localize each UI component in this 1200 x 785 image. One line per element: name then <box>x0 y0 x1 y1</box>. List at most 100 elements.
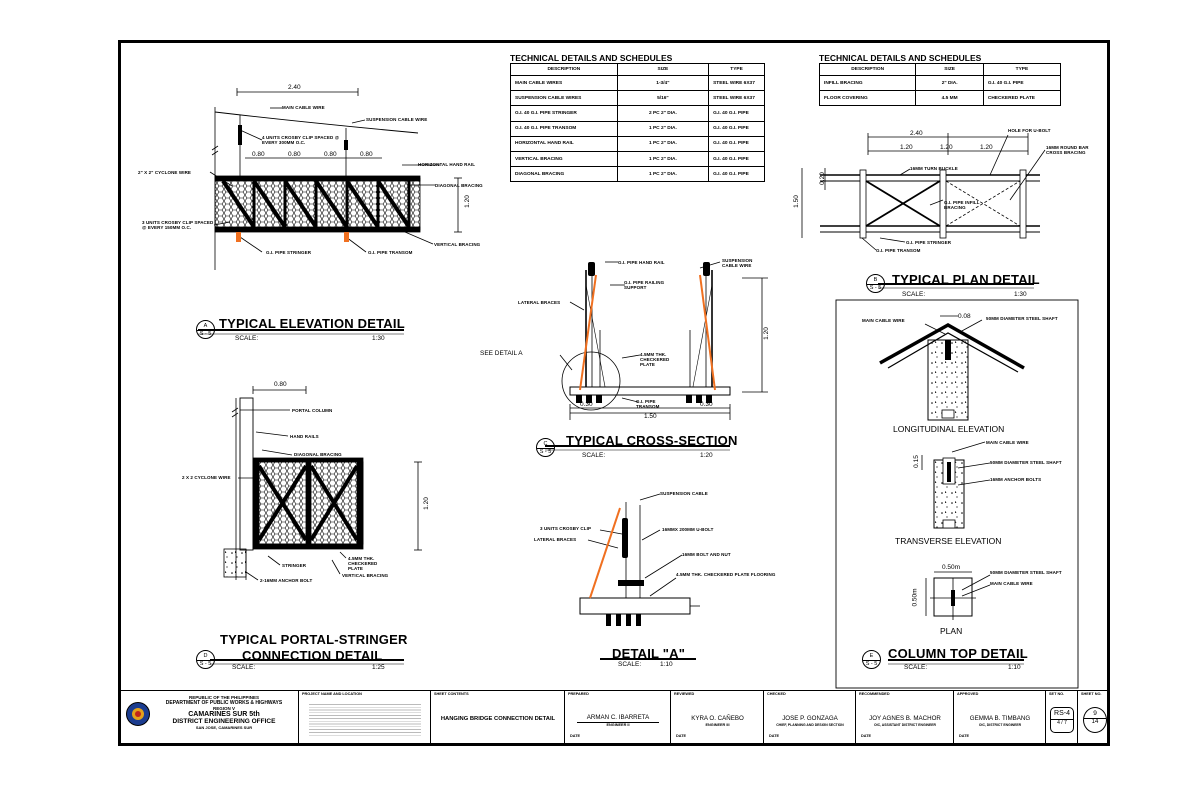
col-trans-elevation: TRANSVERSE ELEVATION <box>895 536 1002 546</box>
elevation-dim-1: 0.80 <box>252 151 265 158</box>
plan-label-roundbar: 16MM ROUND BAR CROSS BRACING <box>1046 145 1089 155</box>
tb-sheet-contents: SHEET CONTENTS HANGING BRIDGE CONNECTION… <box>430 690 564 743</box>
detaila-label-lateral: LATERAL BRACES <box>534 537 577 542</box>
portal-label-cyclone: 2 X 2 CYCLONE WIRE <box>182 475 231 480</box>
portal-dim-top: 0.80 <box>274 381 287 388</box>
scale-label-c: SCALE: <box>582 452 606 459</box>
elevation-dim-4: 0.80 <box>360 151 373 158</box>
detaila-label-ubolt: 16MMX 200MM U-BOLT <box>662 527 714 532</box>
scale-a: 1:30 <box>372 335 385 342</box>
title-elevation: TYPICAL ELEVATION DETAIL <box>219 316 405 331</box>
plan-label-infill: G.I. PIPE INFILL BRACING <box>944 200 980 210</box>
detaila-label-clip: 3 UNITS CROSBY CLIP <box>540 526 592 531</box>
col-label-main-cable-3: MAIN CABLE WIRE <box>990 581 1033 586</box>
plan-dim-top: 2.40 <box>910 130 923 137</box>
label-cyclone: 2" X 2" CYCLONE WIRE <box>138 170 192 175</box>
tb-checked: CHECKED JOSE P. GONZAGA CHIEF, PLANNING … <box>763 690 855 743</box>
detaila-label-suspension: SUSPENSION CABLE <box>660 491 708 496</box>
col-dim-small: 0.08 <box>958 313 971 320</box>
col-plan: PLAN <box>940 626 963 636</box>
elevation-dim-3: 0.80 <box>324 151 337 158</box>
label-suspension: SUSPENSION CABLE WIRE <box>366 117 428 122</box>
schedule1-title: TECHNICAL DETAILS AND SCHEDULES <box>510 53 673 63</box>
scale-detail-a: 1:10 <box>660 661 673 668</box>
label-main-cable: MAIN CABLE WIRE <box>282 105 325 110</box>
plan-label-hole: HOLE FOR U-BOLT <box>1008 128 1051 133</box>
col-label-main-cable: MAIN CABLE WIRE <box>862 318 905 323</box>
cross-label-handrail: G.I. PIPE HAND RAIL <box>618 260 665 265</box>
schedule-cell: 1 PC 2" DIA. <box>616 166 710 183</box>
schedule-cell: CHECKERED PLATE <box>982 90 1062 107</box>
elevation-dim-top: 2.40 <box>288 84 301 91</box>
plan-dim-2: 1.20 <box>940 144 953 151</box>
elevation-dim-2: 0.80 <box>288 151 301 158</box>
tb-reviewed: REVIEWED KYRA O. CAÑEBO ENGINEER III DAT… <box>670 690 763 743</box>
label-transom: G.I. PIPE TRANSOM <box>368 250 413 255</box>
cross-dim-height: 1.20 <box>762 327 770 340</box>
scale-label-detail-a: SCALE: <box>618 661 642 668</box>
title-cross-section: TYPICAL CROSS-SECTION <box>566 433 738 448</box>
col-dim-v: 0.15 <box>912 455 920 468</box>
plan-dim-height: 1.50 <box>792 195 800 208</box>
schedule-cell: STEEL WIRE 6X37 <box>708 90 765 107</box>
label-crosby-clip-2: 3 UNITS CROSBY CLIP SPACED @ EVERY 150MM… <box>142 220 214 230</box>
schedule-cell: 4.5 MM <box>915 90 984 107</box>
scale-label-e: SCALE: <box>904 664 928 671</box>
portal-label-stringer: STRINGER <box>282 563 307 568</box>
label-handrail: HORIZONTAL HAND RAIL <box>418 162 476 167</box>
plan-label-transom: G.I. PIPE TRANSOM <box>876 248 921 253</box>
col-label-anchor: 16MM ANCHOR BOLTS <box>990 477 1042 482</box>
portal-label-handrail: HAND RAILS <box>290 434 319 439</box>
cross-label-suspension: SUSPENSION CABLE WIRE <box>722 258 753 268</box>
scale-label-d: SCALE: <box>232 664 256 671</box>
col-label-main-cable-2: MAIN CABLE WIRE <box>986 440 1029 445</box>
plan-label-stringer: G.I. PIPE STRINGER <box>906 240 952 245</box>
dpwh-seal-icon <box>126 702 150 726</box>
scale-c: 1:20 <box>700 452 713 459</box>
title-detail-a: DETAIL "A" <box>612 646 686 661</box>
cross-label-railing: G.I. PIPE RAILING SUPPORT <box>624 280 665 290</box>
title-block: REPUBLIC OF THE PHILIPPINES DEPARTMENT O… <box>118 690 1110 746</box>
tb-prepared: PREPARED ARMAN C. IBARRETA ENGINEER II D… <box>564 690 670 743</box>
label-stringer: G.I. PIPE STRINGER <box>266 250 312 255</box>
cross-label-see-detail: SEE DETAIL A <box>480 350 523 357</box>
drawing-sheet-frame <box>118 40 1110 746</box>
plan-dim-small: 0.20 <box>818 172 826 185</box>
elevation-dim-height: 1.20 <box>463 195 471 208</box>
agency-block: REPUBLIC OF THE PHILIPPINES DEPARTMENT O… <box>165 695 283 730</box>
label-crosby-clip: 4 UNITS CROSBY CLIP SPACED @ EVERY 300MM… <box>262 135 340 145</box>
plan-label-turnbuckle: 16MM TURN BUCKLE <box>910 166 958 171</box>
col-dim-p: 0.50m <box>942 564 961 571</box>
portal-label-column: PORTAL COLUMN <box>292 408 333 413</box>
portal-label-vertical: VERTICAL BRACING <box>342 573 389 578</box>
tb-project: PROJECT NAME AND LOCATION <box>298 690 430 743</box>
title-column-top: COLUMN TOP DETAIL <box>888 646 1028 661</box>
title-portal-2: CONNECTION DETAIL <box>242 648 383 663</box>
plan-dim-1: 1.20 <box>900 144 913 151</box>
col-long-elevation: LONGITUDINAL ELEVATION <box>893 424 1005 434</box>
scale-b: 1:30 <box>1014 291 1027 298</box>
schedule-cell: G.I. 40 G.I. PIPE <box>708 166 765 183</box>
portal-dim-height: 1.20 <box>422 497 430 510</box>
portal-label-diagonal: DIAGONAL BRACING <box>294 452 342 457</box>
cross-dim-width: 1.50 <box>644 413 657 420</box>
cross-label-plate: 4.5MM THK. CHECKERED PLATE <box>640 352 670 367</box>
col-label-shaft-3: 50MM DIAMETER STEEL SHAFT <box>990 570 1062 575</box>
plan-dim-3: 1.20 <box>980 144 993 151</box>
scale-label-b: SCALE: <box>902 291 926 298</box>
cross-dim-left: 0.30 <box>580 401 593 408</box>
